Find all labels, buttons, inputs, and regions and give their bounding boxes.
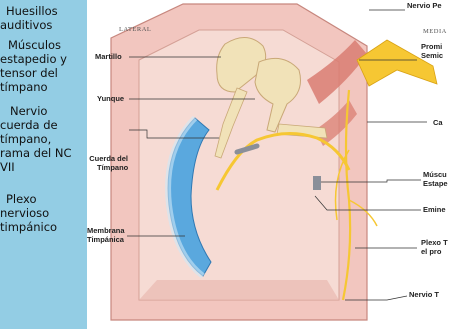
label-nervio-timpanico: Nervio T [409,290,439,299]
label-ca: Ca [433,118,443,127]
label-martillo: Martillo [95,52,122,61]
bullet-musculos: Músculos estapedio y tensor del tímpano [0,38,67,94]
label-line: Múscu [423,170,448,179]
label-line: Promi [421,42,443,51]
label-line: Estape [423,179,448,188]
bullet-huesillos: Huesillos auditivos [0,4,58,32]
label-membrana-timpanica: Membrana Timpánica [87,226,125,244]
bullet-line: rama del NC [0,146,72,160]
label-line: el pro [421,247,448,256]
cavity-floor [139,280,339,300]
label-plexo-timpanico: Plexo T el pro [421,238,448,256]
bullet-line: auditivos [0,18,58,32]
bullet-line: Plexo [0,192,57,206]
bullet-plexo: Plexo nervioso timpánico [0,192,57,234]
label-line: Cuerda del [89,154,128,163]
middle-ear-illustration [87,0,459,329]
ear-anatomy-diagram: LATERAL MEDIA Martillo Yunque Cuerda del… [87,0,459,329]
left-panel: Huesillos auditivos Músculos estapedio y… [0,0,87,329]
label-promontorio: Promi Semic [421,42,443,60]
label-line: Tímpano [89,163,128,172]
bullet-line: Huesillos [0,4,58,18]
bullet-line: VII [0,160,72,174]
bullet-line: Músculos [0,38,67,52]
label-line: Timpánica [87,235,125,244]
stapedius-muscle [313,176,321,190]
bullet-line: nervioso [0,206,57,220]
label-line: Plexo T [421,238,448,247]
label-line: Membrana [87,226,125,235]
header-medial: MEDIA [423,28,447,35]
bullet-line: tímpano [0,80,67,94]
bullet-line: tensor del [0,66,67,80]
label-yunque: Yunque [97,94,124,103]
label-nervio-petroso: Nervio Pe [407,1,442,10]
bullet-line: cuerda de [0,118,72,132]
label-cuerda-timpano: Cuerda del Tímpano [89,154,128,172]
bullet-line: timpánico [0,220,57,234]
label-line: Semic [421,51,443,60]
label-musculo-estapedio: Múscu Estape [423,170,448,188]
label-eminencia: Emine [423,205,446,214]
bullet-nervio: Nervio cuerda de tímpano, rama del NC VI… [0,104,72,174]
bullet-line: estapedio y [0,52,67,66]
bullet-line: tímpano, [0,132,72,146]
header-lateral: LATERAL [119,26,151,33]
bullet-line: Nervio [0,104,72,118]
